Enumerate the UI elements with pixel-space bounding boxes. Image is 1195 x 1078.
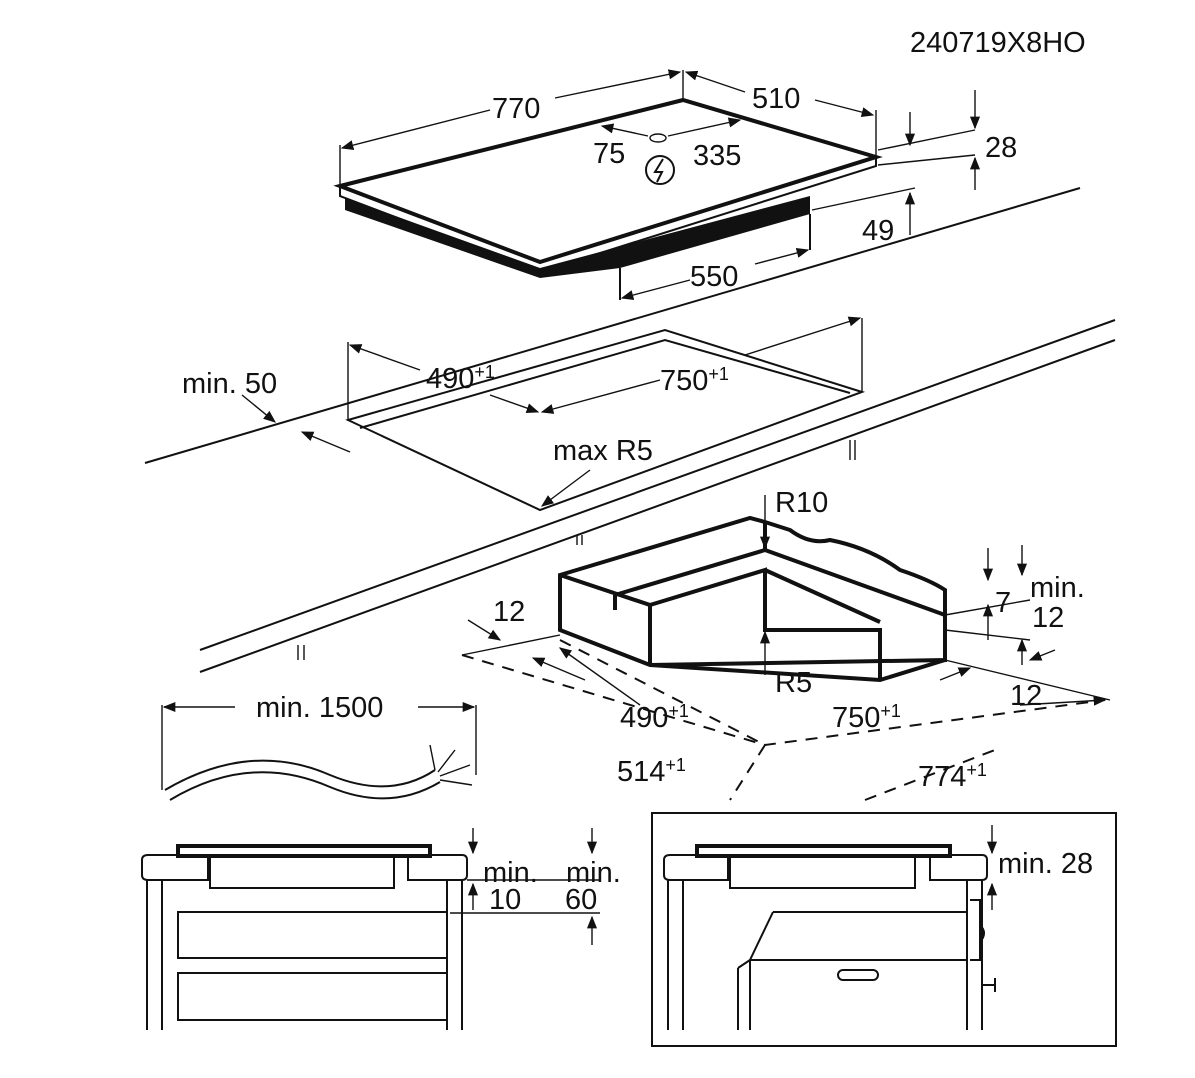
hob-width-label: 770 [492, 93, 540, 125]
inner-width-label: 750+1 [832, 701, 901, 734]
frame-min-value: 12 [1032, 602, 1064, 634]
drawer-clear-value: 60 [565, 884, 597, 916]
base-width-label: 550 [690, 261, 738, 293]
cutout-width-label: 750+1 [660, 364, 729, 397]
recess-label: 7 [995, 587, 1011, 619]
oven-gap-label: min. 28 [998, 848, 1093, 880]
glass-thickness-label: 28 [985, 132, 1017, 164]
hob-base [345, 196, 810, 278]
drawer-gap-value: 10 [489, 884, 521, 916]
cable-drawing: min. 1500 [161, 692, 477, 801]
outer-width-label: 774+1 [918, 760, 987, 793]
cable-length-label: min. 1500 [256, 692, 383, 724]
lightning-bolt-icon [645, 155, 675, 185]
frame-min-label: min. [1030, 572, 1085, 604]
frame-detail: R10 R5 min. 12 7 12 12 490+1 750+1 514+1… [461, 487, 1111, 801]
install-drawer: min. 10 min. 60 [141, 828, 621, 1030]
total-height-label: 49 [862, 215, 894, 247]
install-oven: min. 28 [651, 812, 1117, 1047]
border-right-label: 12 [1010, 680, 1042, 712]
inner-depth-label: 490+1 [620, 701, 689, 734]
cable-offset-left-label: 75 [593, 138, 625, 170]
cable-offset-right-label: 335 [693, 140, 741, 172]
cutout-radius-label: max R5 [553, 435, 653, 467]
inner-radius-label: R5 [775, 667, 812, 699]
outer-depth-label: 514+1 [617, 755, 686, 788]
hob-depth-label: 510 [752, 83, 800, 115]
hob-drawing: 770 510 75 335 28 49 550 [333, 69, 1017, 300]
countertop-cutout: min. 50 490+1 750+1 max R5 [144, 187, 1116, 673]
drawer-clear-label: min. [566, 857, 621, 889]
cutout-depth-label: 490+1 [426, 362, 495, 395]
model-code: 240719X8HO [910, 27, 1086, 59]
border-left-label: 12 [493, 596, 525, 628]
drawer-gap-label: min. [483, 857, 538, 889]
outer-radius-label: R10 [775, 487, 828, 519]
min-edge-label: min. 50 [182, 368, 277, 400]
